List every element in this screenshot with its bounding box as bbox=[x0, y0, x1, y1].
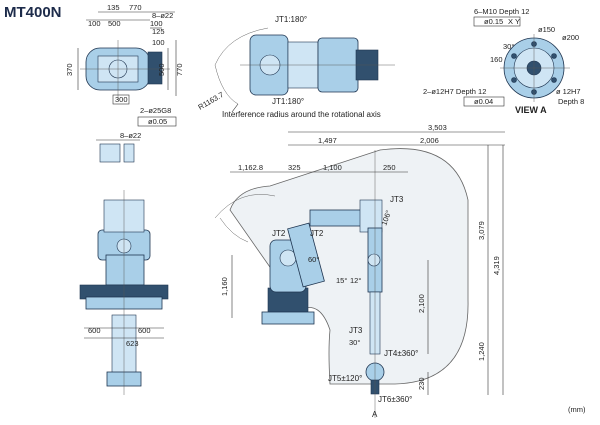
jt3-upper-label: JT3 bbox=[390, 195, 404, 204]
dim-1160: 1,160 bbox=[220, 277, 229, 296]
dim-770-side: 770 bbox=[175, 63, 184, 76]
dim-500-b: 500 bbox=[157, 63, 166, 76]
dim-325: 325 bbox=[288, 163, 301, 172]
dim-2006: 2,006 bbox=[420, 136, 439, 145]
arrow-a-label: A bbox=[372, 410, 378, 419]
dim-2100: 2,100 bbox=[417, 294, 426, 313]
dim-1497: 1,497 bbox=[318, 136, 337, 145]
dim-3079: 3,079 bbox=[477, 221, 486, 240]
angle-15: 15° bbox=[336, 276, 347, 285]
dim-300: 300 bbox=[115, 95, 128, 104]
jt1-bottom-label: JT1:180° bbox=[272, 97, 304, 106]
dim-370: 370 bbox=[65, 63, 74, 76]
jt2-left-label: JT2 bbox=[272, 229, 286, 238]
jt4-label: JT4±360° bbox=[384, 349, 418, 358]
jt2-right-label: JT2 bbox=[310, 229, 324, 238]
jt3-lower-label: JT3 bbox=[349, 326, 363, 335]
dim-230: 230 bbox=[417, 377, 426, 390]
model-title: MT400N bbox=[4, 4, 62, 21]
angle-30: 30° bbox=[349, 338, 360, 347]
dim-600-b: 600 bbox=[138, 326, 151, 335]
work-envelope bbox=[229, 148, 469, 385]
dim-1100: 1,100 bbox=[323, 163, 342, 172]
tol-015: ø0.15 bbox=[484, 17, 503, 26]
jt5-label: JT5±120° bbox=[328, 374, 362, 383]
dim-1162: 1,162.8 bbox=[238, 163, 263, 172]
dim-150: ø150 bbox=[538, 25, 555, 34]
dim-30-deg: 30° bbox=[503, 42, 514, 51]
front-view: 600 600 623 bbox=[79, 190, 169, 395]
arm-top-view: JT1:180° JT1:180° R1163.7 Interference r… bbox=[197, 15, 395, 119]
dim-4319: 4,319 bbox=[492, 256, 501, 275]
jt1-top-label: JT1:180° bbox=[275, 15, 307, 24]
tol-004: ø0.04 bbox=[474, 97, 493, 106]
dim-8-22-top: 8–ø22 bbox=[152, 11, 173, 20]
dim-100-b: 100 bbox=[150, 19, 163, 28]
dim-600-a: 600 bbox=[88, 326, 101, 335]
dim-8-22-detail: 8–ø22 bbox=[120, 131, 141, 140]
top-view: 135 770 100 500 100 8–ø22 125 100 370 50… bbox=[65, 3, 184, 127]
m10-label: 6–M10 Depth 12 bbox=[474, 7, 529, 16]
dim-125: 125 bbox=[152, 27, 165, 36]
dim-135: 135 bbox=[107, 3, 120, 12]
dim-100-a: 100 bbox=[88, 19, 101, 28]
dim-160: 160 bbox=[490, 55, 503, 64]
dim-770-top: 770 bbox=[129, 3, 142, 12]
dim-25g8: 2–ø25G8 bbox=[140, 106, 171, 115]
dim-200: ø200 bbox=[562, 33, 579, 42]
dim-500-a: 500 bbox=[108, 19, 121, 28]
view-a: 6–M10 Depth 12 ø0.15 X Y ø200 ø150 160 3… bbox=[423, 7, 584, 115]
depth-8: Depth 8 bbox=[558, 97, 584, 106]
view-a-label: VIEW A bbox=[515, 105, 547, 115]
dim-1240: 1,240 bbox=[477, 342, 486, 361]
dim-623: 623 bbox=[126, 339, 139, 348]
h12-label-a: 2–ø12H7 Depth 12 bbox=[423, 87, 486, 96]
interference-note: Interference radius around the rotationa… bbox=[222, 110, 381, 119]
datum-x: X bbox=[508, 17, 513, 26]
dim-100-c: 100 bbox=[152, 38, 165, 47]
datum-y: Y bbox=[515, 17, 520, 26]
angle-12: 12° bbox=[350, 276, 361, 285]
top-view-rear bbox=[147, 51, 163, 85]
dim-3503: 3,503 bbox=[428, 123, 447, 132]
side-view: 3,503 1,497 2,006 1,162.8 325 1,100 250 … bbox=[214, 123, 505, 419]
unit-note: (mm) bbox=[568, 405, 586, 414]
angle-60: 60° bbox=[308, 255, 319, 264]
dim-250: 250 bbox=[383, 163, 396, 172]
radius-label: R1163.7 bbox=[197, 90, 226, 112]
jt6-label: JT6±360° bbox=[378, 395, 412, 404]
base-detail: 8–ø22 bbox=[96, 131, 141, 163]
tol-005: ø0.05 bbox=[148, 117, 167, 126]
h12-label-b: ø 12H7 bbox=[556, 87, 581, 96]
